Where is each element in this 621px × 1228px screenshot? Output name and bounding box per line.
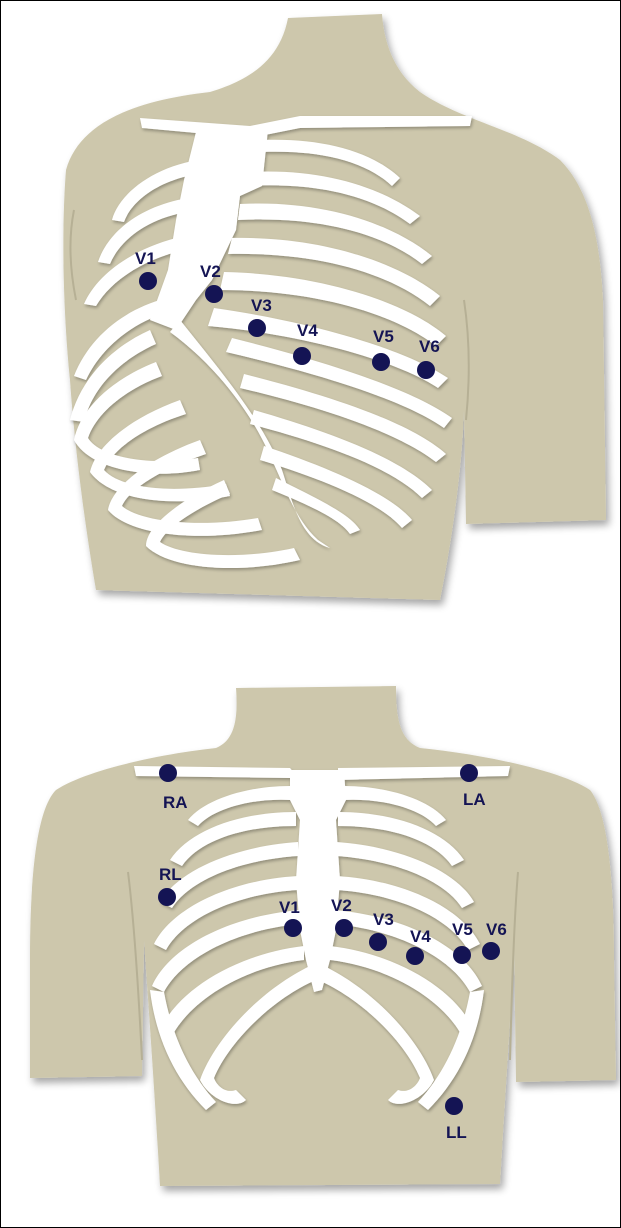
lower-electrode-v4 bbox=[406, 947, 424, 965]
lower-label-la: LA bbox=[463, 790, 486, 809]
lower-electrode-v3 bbox=[369, 933, 387, 951]
lower-label-ll: LL bbox=[446, 1123, 467, 1142]
lower-torso-figure: RA LA RL V1 V2 V3 V4 V5 V6 LL bbox=[30, 686, 616, 1186]
lower-electrode-rl bbox=[158, 888, 176, 906]
lower-label-v5: V5 bbox=[452, 920, 473, 939]
lower-electrode-v1 bbox=[284, 919, 302, 937]
upper-electrode-v5 bbox=[372, 353, 390, 371]
lower-label-v6: V6 bbox=[486, 920, 507, 939]
upper-electrode-v1 bbox=[139, 272, 157, 290]
lower-label-v1: V1 bbox=[279, 898, 300, 917]
lower-electrode-v5 bbox=[453, 946, 471, 964]
lower-electrode-ll bbox=[445, 1097, 463, 1115]
upper-label-v4: V4 bbox=[297, 321, 318, 340]
lower-electrode-ra bbox=[159, 764, 177, 782]
upper-label-v6: V6 bbox=[419, 337, 440, 356]
upper-electrode-v6 bbox=[417, 361, 435, 379]
lower-label-v3: V3 bbox=[373, 910, 394, 929]
upper-label-v2: V2 bbox=[200, 262, 221, 281]
lower-electrode-v6 bbox=[482, 942, 500, 960]
lower-label-v2: V2 bbox=[331, 896, 352, 915]
upper-label-v5: V5 bbox=[373, 327, 394, 346]
lower-electrode-la bbox=[460, 764, 478, 782]
upper-torso-figure: V1 V2 V3 V4 V5 V6 bbox=[63, 14, 606, 600]
upper-label-v3: V3 bbox=[251, 296, 272, 315]
lower-label-rl: RL bbox=[159, 865, 182, 884]
lower-label-v4: V4 bbox=[410, 927, 431, 946]
upper-electrode-v2 bbox=[205, 285, 223, 303]
lower-electrode-v2 bbox=[335, 919, 353, 937]
upper-electrode-v4 bbox=[293, 347, 311, 365]
lower-label-ra: RA bbox=[163, 793, 188, 812]
upper-label-v1: V1 bbox=[135, 249, 156, 268]
upper-electrode-v3 bbox=[248, 319, 266, 337]
